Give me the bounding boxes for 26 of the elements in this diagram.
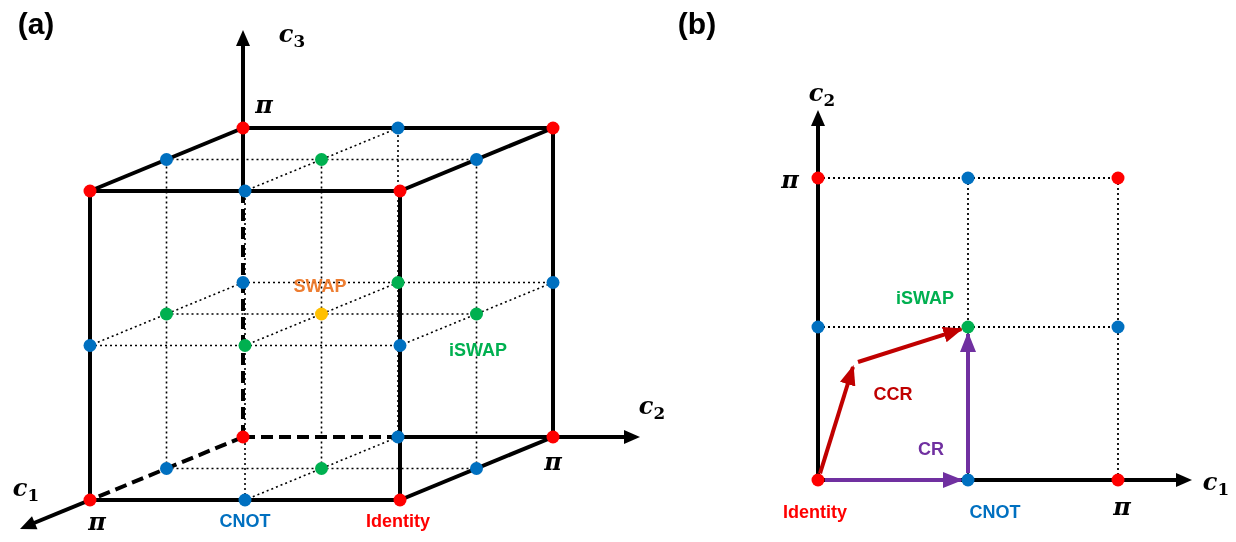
arrow bbox=[857, 326, 964, 364]
panel-label: (a) bbox=[17, 9, 55, 39]
axis-label: π bbox=[544, 450, 562, 474]
arrow bbox=[818, 365, 856, 474]
arrow bbox=[960, 332, 976, 473]
gate-label: Identity bbox=[366, 512, 430, 530]
gate-label: iSWAP bbox=[449, 341, 507, 359]
axis-label: c$_{3}$ bbox=[278, 22, 306, 50]
axis-label: π bbox=[1113, 495, 1131, 519]
arrow bbox=[825, 472, 963, 488]
gate-label: Identity bbox=[783, 503, 847, 521]
axis-label: c$_{1}$ bbox=[1202, 470, 1230, 498]
gate-label: CNOT bbox=[969, 503, 1021, 521]
gate-point bbox=[961, 320, 975, 334]
axis-label: c$_{2}$ bbox=[808, 81, 836, 109]
gate-point bbox=[961, 473, 975, 487]
axis-label: π bbox=[781, 168, 799, 192]
panel-label: (b) bbox=[677, 9, 717, 39]
axis-label: c$_{2}$ bbox=[638, 394, 666, 422]
axis-label: π bbox=[255, 93, 273, 117]
axis-label: c$_{1}$ bbox=[12, 476, 40, 504]
gate-label: iSWAP bbox=[896, 289, 954, 307]
gate-label: SWAP bbox=[293, 277, 347, 295]
gate-label: CNOT bbox=[219, 512, 271, 530]
axis-label: π bbox=[88, 510, 106, 534]
gate-point bbox=[811, 473, 825, 487]
